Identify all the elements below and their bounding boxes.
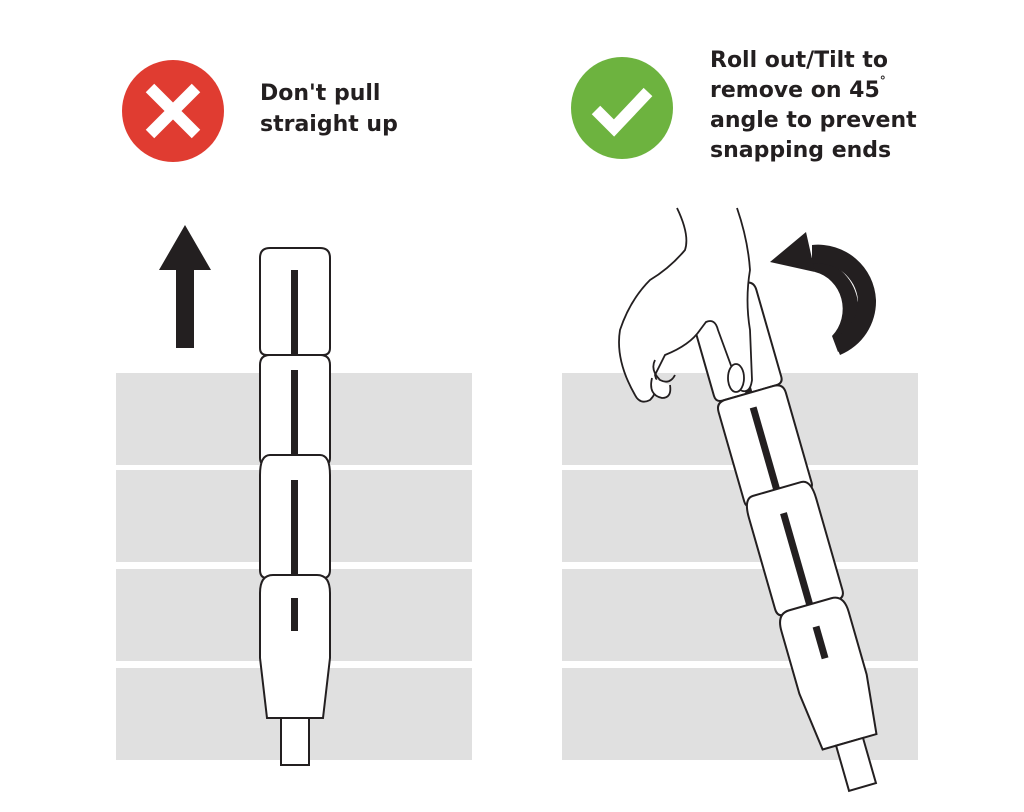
left-caption-line-1: Don't pull bbox=[260, 81, 380, 106]
device-straight bbox=[259, 247, 331, 766]
rotate-arrow-icon bbox=[770, 232, 877, 355]
right-caption-line-2: remove on 45° bbox=[710, 74, 886, 103]
right-caption-line-3: angle to prevent bbox=[710, 108, 917, 133]
arrow-up-icon bbox=[159, 225, 211, 348]
right-caption-line-1: Roll out/Tilt to bbox=[710, 48, 888, 73]
x-icon bbox=[122, 60, 224, 162]
check-icon bbox=[571, 57, 673, 159]
right-caption-line-4: snapping ends bbox=[710, 138, 891, 163]
hand-illustration bbox=[618, 207, 753, 403]
right-panel-shelves bbox=[562, 373, 918, 760]
left-caption-line-2: straight up bbox=[260, 112, 398, 137]
